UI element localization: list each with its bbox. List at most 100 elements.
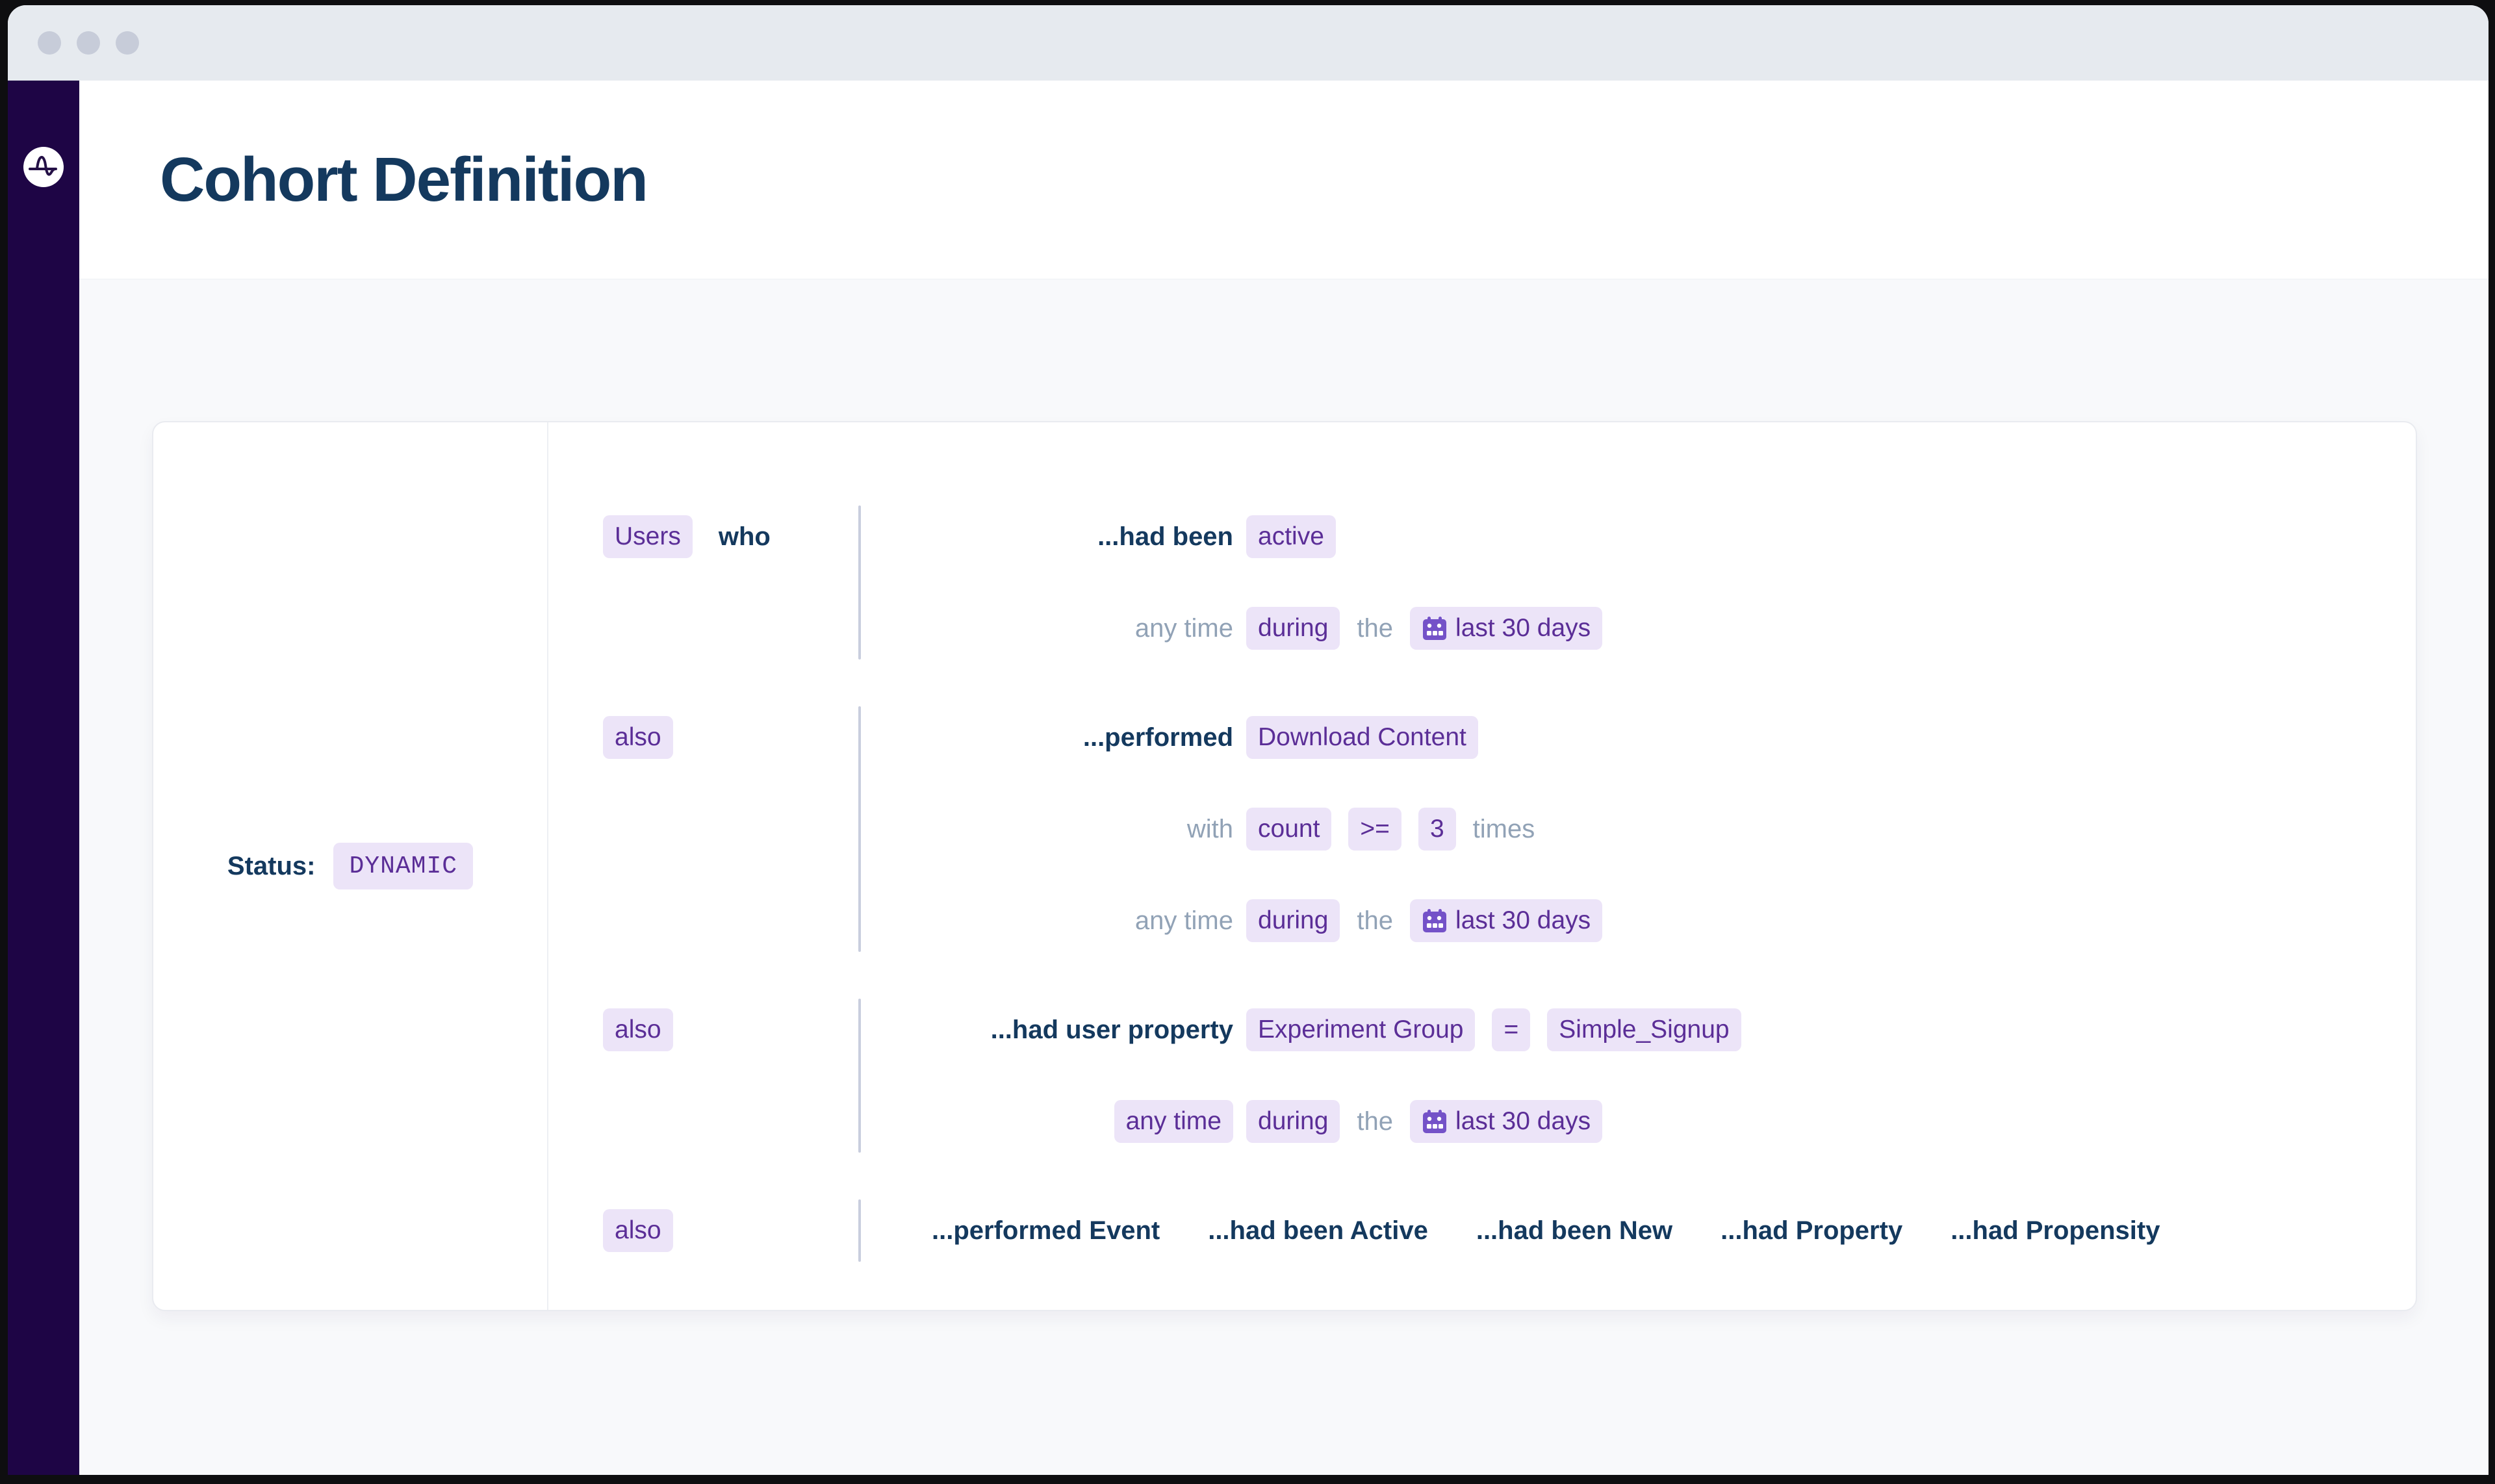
page-header: Cohort Definition bbox=[79, 81, 2489, 279]
line-right: during the last 30 days bbox=[1246, 607, 2416, 650]
rule-lines: ...had been active any time during the last 3… bbox=[861, 505, 2416, 659]
rule-divider bbox=[858, 706, 861, 952]
chip-experiment-group[interactable]: Experiment Group bbox=[1246, 1008, 1476, 1051]
rule-line: ...performed Download Content bbox=[861, 706, 2416, 769]
line-left: with bbox=[861, 815, 1233, 844]
connector-any-time: any time bbox=[1134, 906, 1233, 935]
calendar-icon bbox=[1423, 1110, 1447, 1133]
line-right: active bbox=[1246, 515, 2416, 558]
status-row: Status: DYNAMIC bbox=[227, 843, 474, 889]
chip-label: last 30 days bbox=[1455, 906, 1591, 934]
chip-label: >= bbox=[1360, 815, 1390, 843]
connector-the: the bbox=[1357, 906, 1394, 935]
line-left: ...performed bbox=[861, 723, 1233, 752]
chip-last-30-days[interactable]: last 30 days bbox=[1410, 899, 1603, 942]
chip-simple-signup[interactable]: Simple_Signup bbox=[1547, 1008, 1741, 1051]
sidebar bbox=[8, 81, 79, 1475]
option-had-been-new[interactable]: ...had been New bbox=[1476, 1216, 1673, 1245]
calendar-icon bbox=[1423, 617, 1447, 640]
content-area: Status: DYNAMIC Users who ...had been activ… bbox=[79, 279, 2489, 1475]
chip-label: Experiment Group bbox=[1258, 1016, 1464, 1043]
connector-with: with bbox=[1186, 814, 1233, 843]
rule-type-options: ...performed Event ...had been Active ...h… bbox=[932, 1199, 2416, 1262]
line-right: during the last 30 days bbox=[1246, 899, 2416, 942]
chip-count[interactable]: count bbox=[1246, 808, 1332, 851]
calendar-icon bbox=[1423, 909, 1447, 932]
chip-download-content[interactable]: Download Content bbox=[1246, 716, 1478, 759]
traffic-light-maximize-button[interactable] bbox=[116, 31, 139, 55]
condition-had-user-property[interactable]: ...had user property bbox=[990, 1015, 1233, 1044]
chip-last-30-days[interactable]: last 30 days bbox=[1410, 1100, 1603, 1143]
rule-divider bbox=[858, 1199, 861, 1262]
rule-line: any time during the last 30 days bbox=[861, 597, 2416, 659]
line-left: any time bbox=[861, 906, 1233, 936]
line-left: any time bbox=[861, 1100, 1233, 1143]
chip-users[interactable]: Users bbox=[603, 515, 693, 558]
chip-label: = bbox=[1503, 1016, 1519, 1043]
chip-also[interactable]: also bbox=[603, 1008, 673, 1051]
chip-also[interactable]: also bbox=[603, 1209, 673, 1252]
rule-prefix: also bbox=[548, 706, 858, 952]
chip-label: active bbox=[1258, 522, 1324, 550]
traffic-light-close-button[interactable] bbox=[38, 31, 61, 55]
rule-divider bbox=[858, 505, 861, 659]
connector-times: times bbox=[1472, 814, 1535, 843]
chip-during[interactable]: during bbox=[1246, 1100, 1340, 1143]
line-right: Download Content bbox=[1246, 716, 2416, 759]
rule-divider bbox=[858, 999, 861, 1153]
option-performed-event[interactable]: ...performed Event bbox=[932, 1216, 1160, 1245]
chip-op[interactable]: = bbox=[1492, 1008, 1531, 1051]
traffic-light-minimize-button[interactable] bbox=[77, 31, 100, 55]
chip-op[interactable]: >= bbox=[1348, 808, 1401, 851]
chip-label: last 30 days bbox=[1455, 614, 1591, 642]
page-title: Cohort Definition bbox=[160, 144, 648, 214]
line-right: count >= 3 times bbox=[1246, 808, 2416, 851]
condition-performed[interactable]: ...performed bbox=[1082, 723, 1233, 752]
chip-during[interactable]: during bbox=[1246, 899, 1340, 942]
status-label: Status: bbox=[227, 851, 316, 880]
chip-any-time[interactable]: any time bbox=[1114, 1100, 1233, 1143]
chip-also[interactable]: also bbox=[603, 716, 673, 759]
window-titlebar bbox=[8, 5, 2489, 81]
line-left: any time bbox=[861, 614, 1233, 643]
prefix-label: who bbox=[718, 522, 771, 551]
chip-label: count bbox=[1258, 815, 1320, 843]
chip-label: during bbox=[1258, 614, 1329, 642]
rule-lines: ...had user property Experiment Group = Sim… bbox=[861, 999, 2416, 1153]
line-right: Experiment Group = Simple_Signup bbox=[1246, 1008, 2416, 1051]
chip-3[interactable]: 3 bbox=[1418, 808, 1456, 851]
rule-line: any time during the last 30 days bbox=[861, 1090, 2416, 1153]
cohort-definition-panel: Status: DYNAMIC Users who ...had been activ… bbox=[152, 421, 2417, 1311]
option-had-propensity[interactable]: ...had Propensity bbox=[1951, 1216, 2160, 1245]
line-left: ...had user property bbox=[861, 1016, 1233, 1045]
connector-the: the bbox=[1357, 613, 1394, 643]
option-had-property[interactable]: ...had Property bbox=[1721, 1216, 1903, 1245]
rule-line: with count >= 3 times bbox=[861, 798, 2416, 860]
chip-during[interactable]: during bbox=[1246, 607, 1340, 650]
chip-last-30-days[interactable]: last 30 days bbox=[1410, 607, 1603, 650]
cohort-rule: also ...performed Download Content with coun… bbox=[548, 706, 2416, 952]
connector-the: the bbox=[1357, 1107, 1394, 1136]
chip-label: during bbox=[1258, 906, 1329, 934]
rule-prefix: Users who bbox=[548, 505, 858, 659]
chip-label: Download Content bbox=[1258, 723, 1466, 751]
condition-had-been[interactable]: ...had been bbox=[1097, 522, 1233, 551]
rule-lines: ...performed Download Content with count >= 3… bbox=[861, 706, 2416, 952]
amplitude-logo-icon[interactable] bbox=[23, 147, 64, 187]
chip-active[interactable]: active bbox=[1246, 515, 1336, 558]
rule-line: any time during the last 30 days bbox=[861, 889, 2416, 952]
rule-prefix: also bbox=[548, 1199, 858, 1262]
chip-label: 3 bbox=[1429, 815, 1444, 843]
rule-line: ...had been active bbox=[861, 505, 2416, 568]
chip-label: during bbox=[1258, 1107, 1329, 1135]
cohort-rule: also ...performed Event ...had been Active… bbox=[548, 1199, 2416, 1262]
rule-lines: ...performed Event ...had been Active ...h… bbox=[861, 1199, 2416, 1262]
rule-line: ...had user property Experiment Group = Sim… bbox=[861, 999, 2416, 1061]
chip-label: last 30 days bbox=[1455, 1107, 1591, 1135]
status-column: Status: DYNAMIC bbox=[153, 422, 548, 1310]
option-had-been-active[interactable]: ...had been Active bbox=[1208, 1216, 1428, 1245]
rule-prefix: also bbox=[548, 999, 858, 1153]
